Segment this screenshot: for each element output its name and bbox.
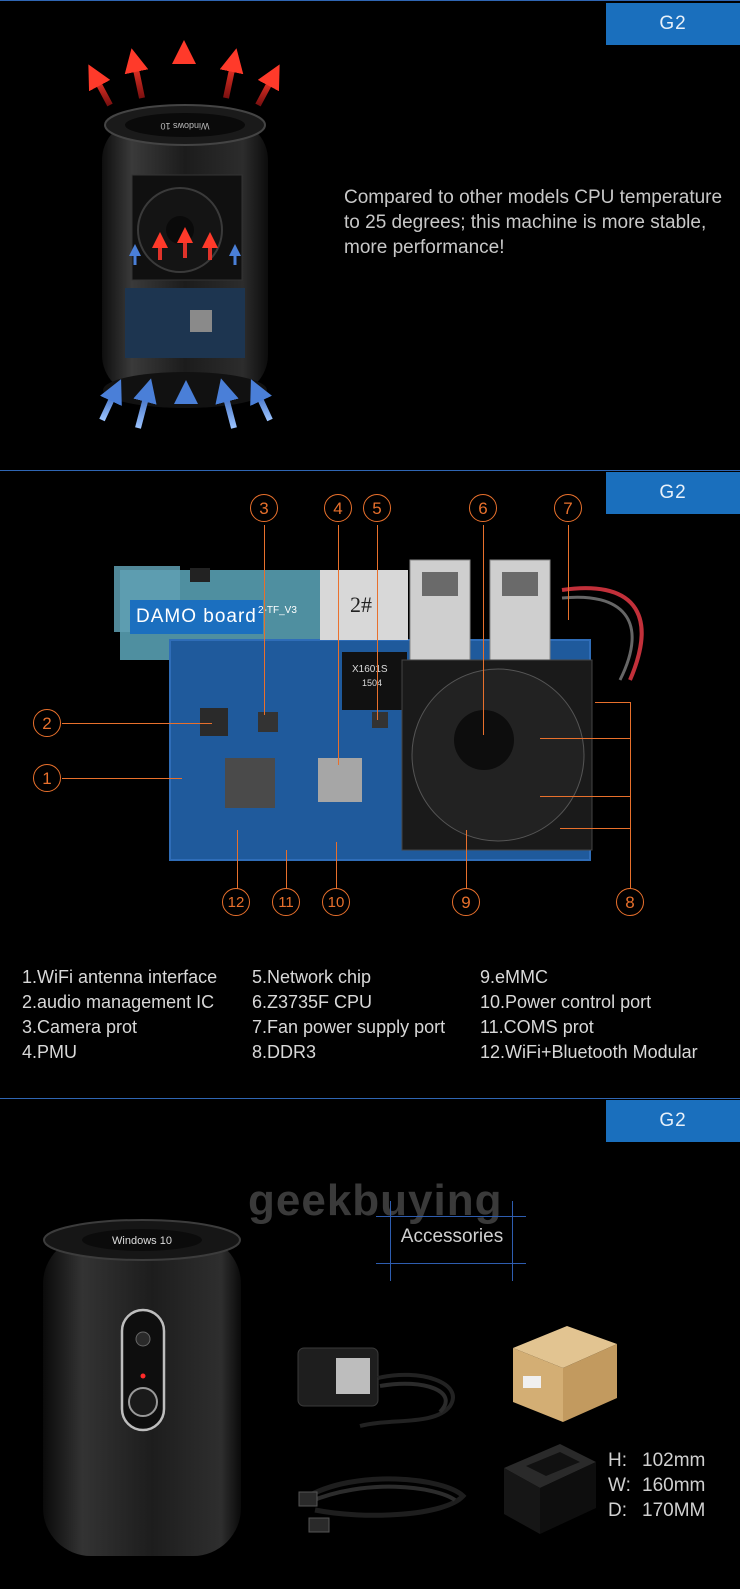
spec-item: 12.WiFi+Bluetooth Modular: [480, 1042, 698, 1062]
spec-item: 7.Fan power supply port: [252, 1017, 446, 1037]
frame-line: [376, 1216, 526, 1217]
spec-item: 5.Network chip: [252, 967, 372, 987]
lead-2: [62, 723, 212, 724]
spec-item: 3.Camera prot: [22, 1017, 138, 1037]
board-section: G2 2# X1601S 1504 DAMO board 2-: [0, 470, 740, 1098]
lead-9: [466, 830, 467, 890]
cooling-section: G2: [0, 0, 740, 470]
spec-item: 11.COMS prot: [480, 1017, 594, 1037]
svg-text:Windows 10: Windows 10: [160, 121, 209, 131]
dimension-row: W:160mm: [608, 1475, 706, 1496]
spec-column-3: 9.eMMC 10.Power control port 11.COMS pro…: [480, 965, 698, 1065]
spec-item: 6.Z3735F CPU: [252, 992, 373, 1012]
callout-9: 9: [452, 888, 480, 916]
callout-4: 4: [324, 494, 352, 522]
spec-column-1: 1.WiFi antenna interface 2.audio managem…: [22, 965, 217, 1065]
lead-11: [286, 850, 287, 890]
accessories-section: G2 geekbuying Accessories Windows 10: [0, 1098, 740, 1589]
svg-text:X1601S: X1601S: [352, 664, 388, 675]
section-divider: [0, 0, 740, 1]
damo-board-label: DAMO board: [130, 600, 263, 634]
callout-12: 12: [222, 888, 250, 916]
power-adapter-photo: [297, 1347, 455, 1428]
callout-5: 5: [363, 494, 391, 522]
hdmi-cable-photo: [298, 1476, 467, 1533]
frame-line: [376, 1263, 526, 1264]
dimension-row: D:170MM: [608, 1500, 706, 1521]
model-tag: G2: [606, 3, 740, 45]
spec-item: 2.audio management IC: [22, 992, 215, 1012]
cardboard-box-photo: [513, 1326, 617, 1422]
callout-8: 8: [616, 888, 644, 916]
spec-item: 9.eMMC: [480, 967, 549, 987]
lead-10: [336, 842, 337, 890]
callout-6: 6: [469, 494, 497, 522]
cool-air-arrows: [99, 378, 273, 432]
lead-12: [237, 830, 238, 890]
lead-6: [483, 525, 484, 735]
spec-item: 8.DDR3: [252, 1042, 317, 1062]
callout-10: 10: [322, 888, 350, 916]
lead-8d: [560, 828, 631, 829]
device-photo: Windows 10: [43, 1219, 241, 1556]
cooling-illustration: Windows 10: [88, 40, 280, 432]
geekbuying-watermark: geekbuying: [248, 1176, 503, 1225]
lead-1: [62, 778, 182, 779]
lead-5: [377, 525, 378, 720]
spec-item: 10.Power control port: [480, 992, 652, 1012]
spec-item: 1.WiFi antenna interface: [22, 967, 218, 987]
lead-7: [568, 525, 569, 620]
cooling-description: Compared to other models CPU temperature…: [344, 187, 723, 258]
section-divider: [0, 470, 740, 471]
section-divider: [0, 1098, 740, 1099]
dimension-row: H:102mm: [608, 1450, 706, 1471]
lead-4: [338, 525, 339, 765]
svg-text:1504: 1504: [362, 678, 382, 688]
frame-line: [512, 1201, 513, 1281]
model-tag: G2: [606, 1100, 740, 1142]
callout-7: 7: [554, 494, 582, 522]
dimensions-list: H:102mm W:160mm D:170MM: [608, 1448, 705, 1523]
svg-text:2#: 2#: [350, 592, 372, 617]
svg-text:Windows 10: Windows 10: [112, 1235, 172, 1247]
lead-8b: [540, 738, 631, 739]
board-photo: 2# X1601S 1504: [114, 559, 644, 861]
lead-3: [264, 525, 265, 715]
callout-2: 2: [33, 709, 61, 737]
spec-column-2: 5.Network chip 6.Z3735F CPU 7.Fan power …: [252, 965, 445, 1065]
callout-3: 3: [250, 494, 278, 522]
frame-line: [390, 1201, 391, 1281]
black-box-photo: [504, 1444, 596, 1534]
board-print-label: 2-TF_V3: [258, 605, 297, 616]
lead-8a: [595, 702, 631, 703]
lead-8c: [540, 796, 631, 797]
spec-item: 4.PMU: [22, 1042, 78, 1062]
callout-1: 1: [33, 764, 61, 792]
hot-air-arrows: [88, 40, 280, 107]
model-tag: G2: [606, 472, 740, 514]
callout-11: 11: [272, 888, 300, 916]
accessories-title: Accessories: [400, 1226, 504, 1247]
